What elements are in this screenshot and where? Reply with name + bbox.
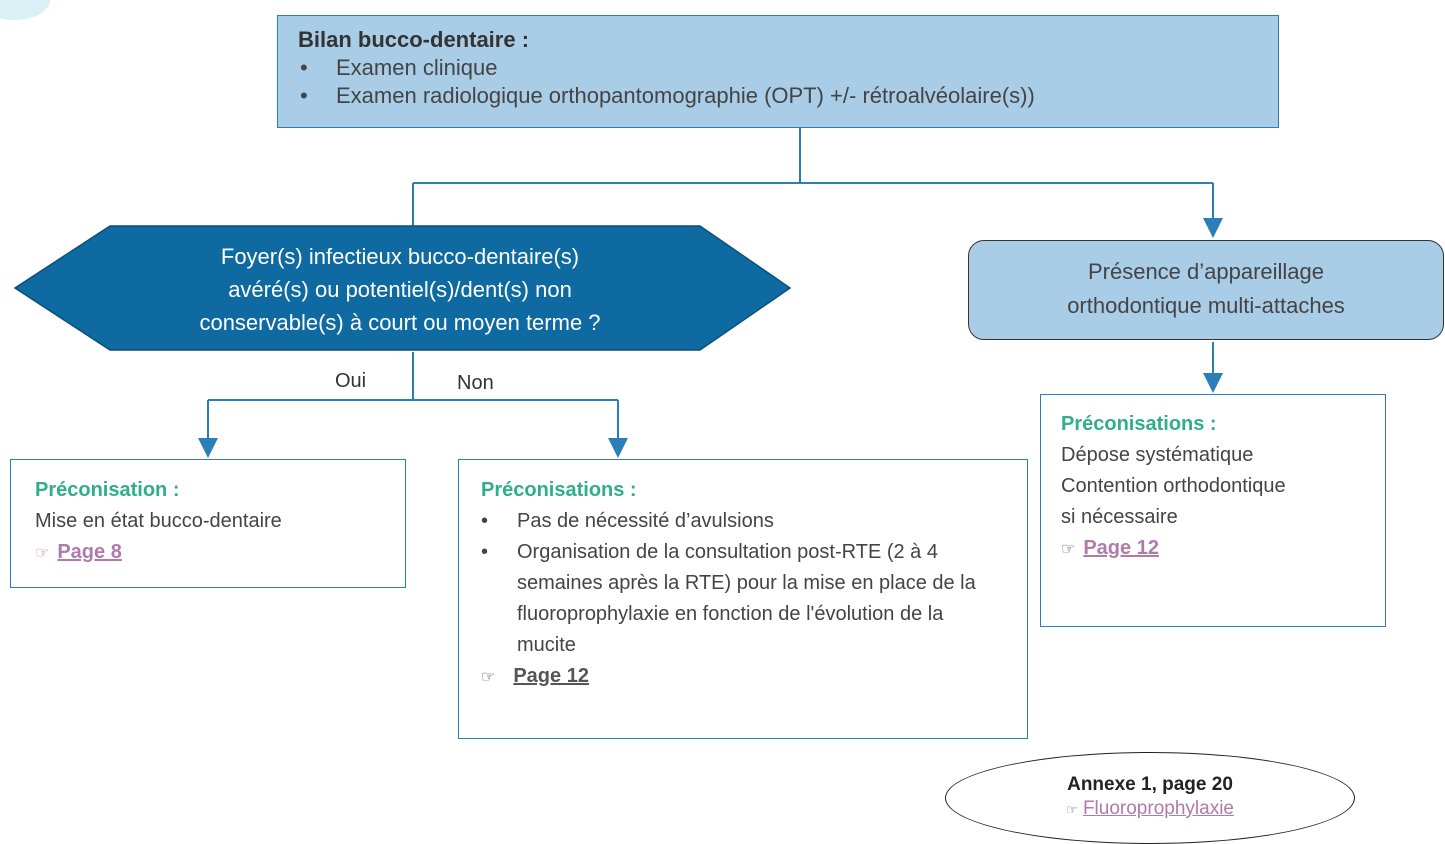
no-label: Non — [457, 372, 494, 394]
page-link-row: ☞ Page 12 — [481, 661, 1005, 693]
decision-line: conservable(s) à court ou moyen terme ? — [199, 310, 601, 335]
recommendation-item: Organisation de la consultation post-RTE… — [481, 537, 1005, 661]
page-8-link[interactable]: Page 8 — [57, 541, 122, 563]
assessment-item: Examen radiologique orthopantomographie … — [298, 82, 1258, 110]
pointing-hand-icon: ☞ — [1066, 802, 1078, 817]
decorative-corner — [0, 0, 50, 20]
page-12-link[interactable]: Page 12 — [513, 665, 589, 687]
orthodontic-box: Présence d’appareillage orthodontique mu… — [968, 240, 1444, 340]
decision-question: Foyer(s) infectieux bucco-dentaire(s) av… — [60, 240, 740, 339]
pointing-hand-icon: ☞ — [1061, 541, 1076, 558]
recommendation-line: Dépose systématique — [1061, 444, 1254, 466]
annex-oval: Annexe 1, page 20 ☞ Fluoroprophylaxie — [945, 752, 1355, 844]
recommendation-line: Contention orthodontique — [1061, 475, 1286, 497]
orthodontic-line: Présence d’appareillage — [1087, 259, 1325, 284]
recommendation-oui-box: Préconisation : Mise en état bucco-denta… — [10, 459, 406, 588]
recommendation-heading: Préconisations : — [1061, 413, 1217, 435]
decision-line: avéré(s) ou potentiel(s)/dent(s) non — [228, 277, 572, 302]
recommendation-line: si nécessaire — [1061, 506, 1178, 528]
recommendation-text: Mise en état bucco-dentaire — [35, 510, 282, 532]
assessment-title: Bilan bucco-dentaire : — [298, 27, 530, 52]
page-12-link[interactable]: Page 12 — [1083, 537, 1159, 559]
yes-label: Oui — [335, 370, 367, 392]
orthodontic-line: orthodontique multi-attaches — [1067, 293, 1345, 318]
decision-line: Foyer(s) infectieux bucco-dentaire(s) — [220, 244, 580, 269]
recommendation-ortho-box: Préconisations : Dépose systématique Con… — [1040, 394, 1386, 627]
pointing-hand-icon: ☞ — [481, 669, 496, 686]
pointing-hand-icon: ☞ — [35, 545, 50, 562]
page-link-row: ☞ Page 8 — [35, 537, 381, 569]
assessment-item: Examen clinique — [298, 54, 1258, 82]
recommendation-heading: Préconisation : — [35, 479, 180, 501]
assessment-box: Bilan bucco-dentaire : Examen clinique E… — [277, 15, 1279, 128]
fluoroprophylaxie-link[interactable]: Fluoroprophylaxie — [1082, 798, 1234, 819]
recommendation-item: Pas de nécessité d’avulsions — [481, 506, 1005, 537]
page-link-row: ☞ Page 12 — [1061, 533, 1365, 565]
recommendation-heading: Préconisations : — [481, 479, 637, 501]
annex-title: Annexe 1, page 20 — [1067, 774, 1233, 795]
decision-hexagon — [13, 225, 792, 351]
recommendation-non-box: Préconisations : Pas de nécessité d’avul… — [458, 459, 1028, 739]
